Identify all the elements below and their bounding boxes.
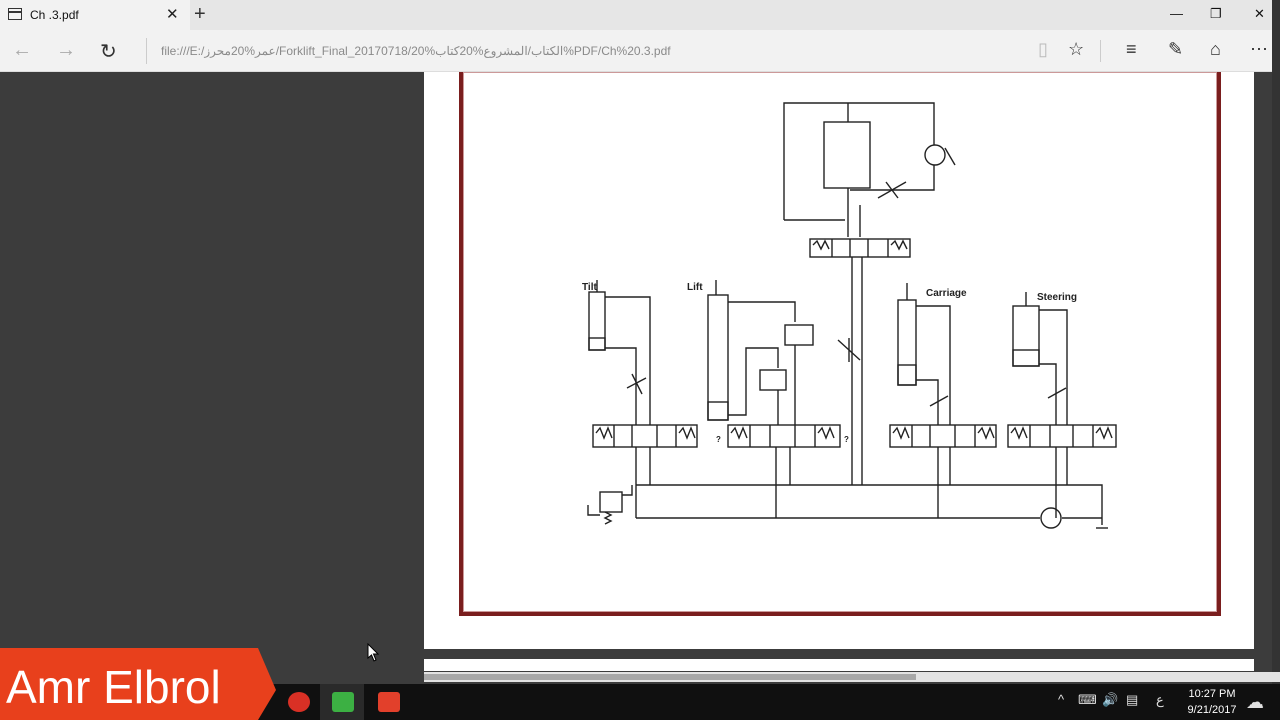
volume-icon[interactable]: 🔊 bbox=[1102, 692, 1119, 707]
back-button[interactable]: ← bbox=[12, 39, 32, 61]
restore-button[interactable]: ❐ bbox=[1210, 6, 1222, 21]
label-steering: Steering bbox=[1037, 292, 1077, 303]
input-language[interactable]: ع bbox=[1156, 692, 1164, 707]
share-icon[interactable]: ⌂ bbox=[1210, 39, 1221, 59]
tab-ch3[interactable]: Ch .3.pdf ✕ bbox=[0, 0, 190, 30]
system-clock[interactable]: 10:27 PM 9/21/2017 bbox=[1180, 686, 1244, 718]
scrollbar-thumb[interactable] bbox=[424, 674, 916, 680]
close-tab-icon[interactable]: ✕ bbox=[166, 6, 179, 23]
clock-time: 10:27 PM bbox=[1188, 688, 1236, 700]
camtasia-green-icon bbox=[332, 692, 354, 712]
tab-bar: Ch .3.pdf ✕ + — ❐ ✕ bbox=[0, 0, 1280, 30]
label-question-2: ? bbox=[844, 435, 849, 444]
horizontal-scrollbar[interactable] bbox=[424, 672, 1280, 682]
taskbar-app-red[interactable] bbox=[366, 684, 410, 720]
show-hidden-icons[interactable]: ^ bbox=[1058, 692, 1065, 707]
clock-date: 9/21/2017 bbox=[1187, 704, 1237, 716]
new-tab-button[interactable]: + bbox=[194, 3, 206, 25]
camtasia-red-icon bbox=[378, 692, 400, 712]
more-icon[interactable]: ⋯ bbox=[1250, 39, 1268, 59]
minimize-button[interactable]: — bbox=[1170, 6, 1183, 21]
address-input[interactable]: file:///E:/عمر%20محرز/Forklift_Final_201… bbox=[146, 38, 1026, 64]
pdf-gutter-left bbox=[0, 72, 424, 684]
mouse-cursor-icon bbox=[367, 643, 380, 662]
page-border-frame bbox=[459, 72, 1221, 616]
label-lift: Lift bbox=[687, 282, 703, 293]
tab-title: Ch .3.pdf bbox=[30, 8, 79, 22]
pdf-page bbox=[424, 72, 1254, 649]
watermark-text: Amr Elbrol bbox=[6, 661, 221, 713]
notifications-icon[interactable]: ▤ bbox=[1126, 692, 1139, 707]
label-question-1: ? bbox=[716, 435, 721, 444]
toolbar-separator bbox=[1100, 40, 1101, 62]
reading-view-icon[interactable]: ▯ bbox=[1038, 39, 1048, 59]
address-toolbar: ← → ↻ file:///E:/عمر%20محرز/Forklift_Fin… bbox=[0, 30, 1280, 72]
refresh-button[interactable]: ↻ bbox=[100, 41, 117, 63]
taskbar-app-chrome[interactable] bbox=[276, 684, 320, 720]
hub-icon[interactable]: ≡ bbox=[1126, 39, 1137, 59]
label-tilt: Tilt bbox=[582, 282, 597, 293]
chrome-icon bbox=[288, 692, 310, 712]
desktop-edge bbox=[1272, 0, 1280, 684]
network-icon[interactable]: ⌨ bbox=[1078, 692, 1097, 707]
favorite-star-icon[interactable]: ☆ bbox=[1068, 39, 1085, 59]
forward-button[interactable]: → bbox=[56, 39, 76, 61]
web-note-icon[interactable]: ✎ bbox=[1168, 39, 1184, 59]
onedrive-cloud-icon[interactable]: ☁ bbox=[1246, 692, 1264, 712]
taskbar-app-green[interactable] bbox=[320, 684, 364, 720]
label-carriage: Carriage bbox=[926, 288, 967, 299]
page-icon bbox=[8, 8, 22, 20]
watermark-banner bbox=[0, 648, 276, 720]
close-window-button[interactable]: ✕ bbox=[1254, 6, 1265, 21]
pdf-next-page bbox=[424, 659, 1254, 671]
